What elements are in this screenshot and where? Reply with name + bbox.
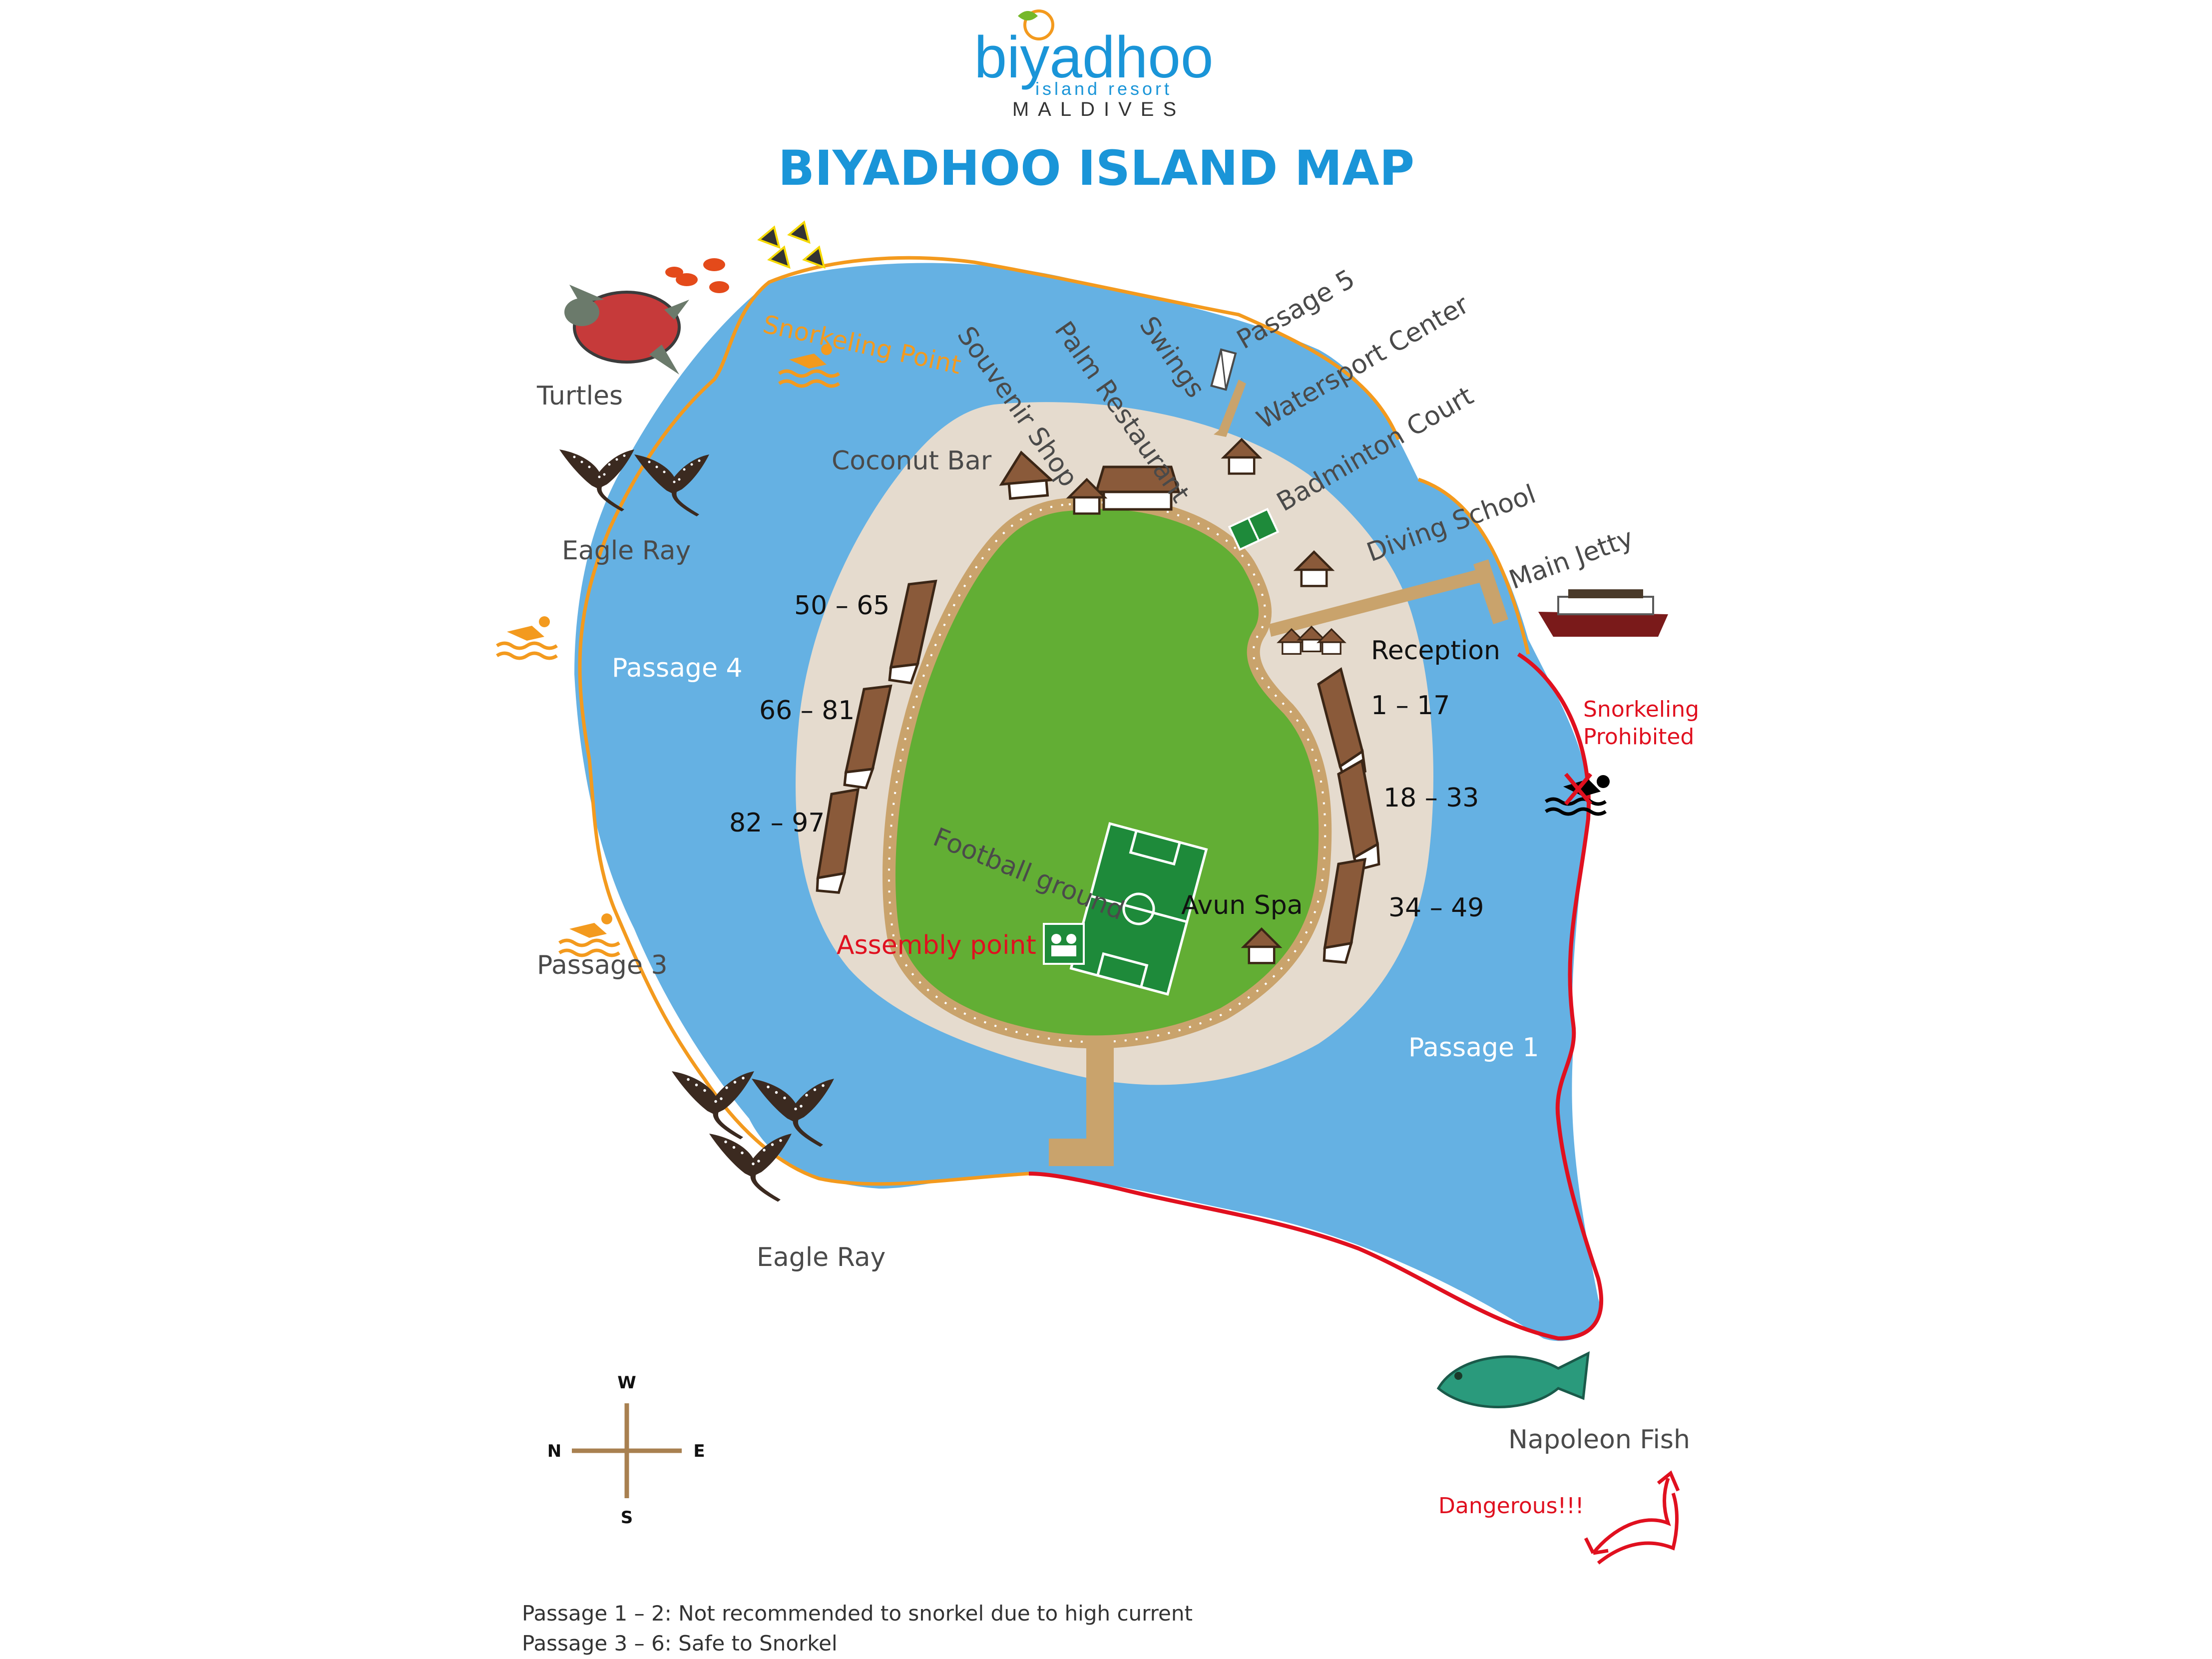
label-passage-1: Passage 1 [1408, 1033, 1539, 1063]
map-title: BIYADHOO ISLAND MAP [778, 140, 1414, 196]
label-villas-18-33: 18 – 33 [1383, 783, 1479, 813]
swings-icon [1210, 348, 1237, 391]
compass-rose: W N E S [547, 1373, 705, 1528]
eagle-ray-icon [709, 1134, 792, 1202]
badminton-court [1228, 507, 1280, 551]
compass-w: W [617, 1373, 636, 1393]
label-passage-3: Passage 3 [537, 950, 668, 980]
label-villas-50-65: 50 – 65 [794, 591, 889, 621]
label-snorkeling-prohibited-1: Snorkeling [1583, 697, 1699, 722]
napoleon-fish-icon [1436, 1351, 1590, 1408]
label-coconut-bar: Coconut Bar [832, 446, 992, 476]
label-eagle-ray-top: Eagle Ray [562, 536, 691, 566]
house-icon [999, 450, 1054, 500]
football-field [1069, 822, 1208, 996]
logo-country: MALDIVES [1012, 98, 1185, 120]
jetties [1049, 380, 1508, 1166]
danger-arrows-icon [1584, 1470, 1680, 1565]
label-eagle-ray-bottom: Eagle Ray [757, 1243, 885, 1272]
turtle-icon [564, 285, 689, 375]
label-passage-4: Passage 4 [612, 653, 743, 683]
restaurant-building [1094, 465, 1181, 511]
assembly-point-icon [1043, 923, 1085, 965]
label-napoleon-fish: Napoleon Fish [1508, 1425, 1690, 1455]
reef-danger-outline [1028, 652, 1604, 1341]
compass-e: E [693, 1441, 705, 1461]
label-assembly-point: Assembly point [837, 930, 1036, 960]
label-turtles: Turtles [536, 381, 623, 411]
logo-sub: island resort [1035, 78, 1172, 99]
note-passage-3-6: Passage 3 – 6: Safe to Snorkel [522, 1631, 838, 1656]
label-villas-1-17: 1 – 17 [1371, 691, 1450, 721]
compass-n: N [547, 1441, 561, 1461]
reef-safe-outline [578, 256, 1530, 1186]
logo-name: biyadhoo [974, 24, 1214, 90]
label-avun-spa: Avun Spa [1181, 890, 1303, 920]
boat-icon [1538, 589, 1668, 637]
fish-group-striped [757, 220, 826, 269]
label-snorkeling-prohibited-2: Prohibited [1583, 724, 1694, 750]
label-reception: Reception [1371, 636, 1500, 666]
leaf-icon [1018, 9, 1054, 40]
swimmer-icon [559, 913, 619, 955]
label-dangerous: Dangerous!!! [1438, 1493, 1584, 1519]
compass-s: S [621, 1508, 633, 1528]
no-swimming-icon [1545, 773, 1610, 816]
resort-logo: biyadhoo island resort MALDIVES [974, 9, 1214, 120]
label-villas-66-81: 66 – 81 [759, 696, 855, 726]
label-villas-34-49: 34 – 49 [1388, 893, 1484, 923]
note-passage-1-2: Passage 1 – 2: Not recommended to snorke… [522, 1601, 1193, 1626]
label-main-jetty: Main Jetty [1505, 523, 1637, 595]
label-villas-82-97: 82 – 97 [729, 808, 825, 838]
swimmer-icon [497, 616, 557, 658]
fish-group-orange [665, 258, 729, 293]
